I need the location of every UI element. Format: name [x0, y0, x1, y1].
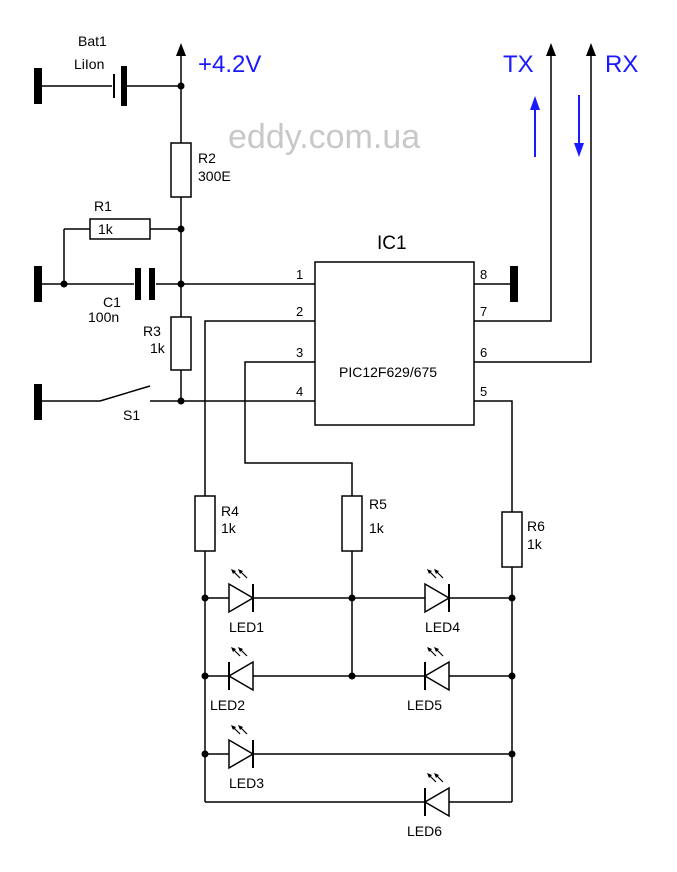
s1-ref: S1	[123, 407, 140, 423]
rx-direction-arrow-icon	[574, 143, 584, 157]
supply-voltage-label: +4.2V	[198, 51, 261, 78]
led-6	[423, 772, 450, 818]
tx-line	[474, 50, 552, 322]
led-2	[227, 646, 254, 692]
resistor-r5	[341, 495, 363, 552]
r2-ref: R2	[198, 150, 216, 166]
rx-line	[474, 50, 592, 363]
resistor-r3	[170, 316, 192, 371]
c1-ref: C1	[103, 294, 121, 310]
r1-value: 1k	[98, 221, 114, 237]
ic1-body	[314, 261, 475, 426]
ic1-ref: IC1	[377, 233, 407, 254]
resistor-r6	[501, 511, 523, 568]
pin-1-label: 1	[296, 267, 303, 282]
switch-s1	[99, 385, 151, 402]
pin-2-label: 2	[296, 304, 303, 319]
battery-bat1: Bat1 LiIon	[34, 33, 181, 106]
pin-7-label: 7	[480, 304, 487, 319]
resistor-r1	[89, 218, 151, 240]
r5-ref: R5	[369, 496, 387, 512]
r4-ref: R4	[221, 503, 239, 519]
led-4-label: LED4	[425, 619, 460, 635]
led-1	[228, 568, 255, 614]
resistor-r4	[194, 495, 216, 552]
led-1-label: LED1	[229, 619, 264, 635]
pin-8-label: 8	[480, 267, 487, 282]
led-5	[423, 646, 450, 692]
r3-ref: R3	[143, 323, 161, 339]
tx-direction-arrow-icon	[530, 96, 540, 110]
r2-value: 300E	[198, 168, 231, 184]
pin-5-label: 5	[480, 384, 487, 399]
bat1-ref: Bat1	[78, 33, 107, 49]
tx-label: TX	[503, 51, 534, 78]
supply-arrow-icon	[176, 43, 186, 56]
pin-6-label: 6	[480, 345, 487, 360]
r1-ref: R1	[94, 198, 112, 214]
led-6-label: LED6	[407, 823, 442, 839]
rx-label: RX	[605, 51, 638, 78]
capacitor-c1	[135, 268, 155, 300]
led-2-label: LED2	[210, 697, 245, 713]
bat1-type: LiIon	[74, 56, 104, 72]
r4-value: 1k	[221, 520, 237, 536]
watermark-text: eddy.com.ua	[228, 118, 420, 156]
pin-3-label: 3	[296, 345, 303, 360]
r3-value: 1k	[150, 340, 166, 356]
r6-value: 1k	[527, 536, 543, 552]
led-3	[228, 724, 255, 770]
led-3-label: LED3	[229, 775, 264, 791]
led-4	[424, 568, 451, 614]
resistor-r2	[170, 142, 192, 198]
r5-value: 1k	[369, 520, 385, 536]
pin-4-label: 4	[296, 384, 303, 399]
ic1-part: PIC12F629/675	[339, 364, 437, 380]
c1-value: 100n	[88, 309, 119, 325]
r6-ref: R6	[527, 518, 545, 534]
led-5-label: LED5	[407, 697, 442, 713]
